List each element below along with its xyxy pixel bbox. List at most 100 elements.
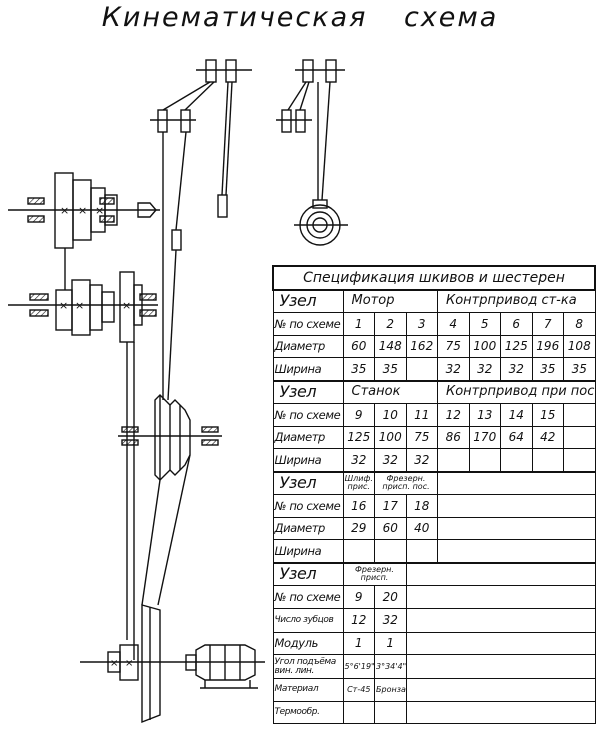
- svg-text:×: ×: [59, 299, 68, 312]
- svg-text:×: ×: [75, 299, 84, 312]
- table-row: № по схеме 1 2 3 4 5 6 7 8: [272, 312, 596, 336]
- table-cell: 1: [342, 631, 375, 655]
- table-caption: Спецификация шкивов и шестерен: [272, 265, 596, 291]
- table-cell: [342, 700, 375, 724]
- table-cell: [405, 700, 596, 724]
- table-cell: 75: [437, 334, 470, 358]
- row-label: Диаметр: [272, 334, 344, 358]
- row-label: Диаметр: [272, 425, 344, 449]
- table-cell: 5: [468, 312, 501, 336]
- table-row: Материал Ст-45 Бронза: [272, 678, 596, 702]
- table-row: Диаметр 125 100 75 86 170 64 42: [272, 425, 596, 449]
- table-cell: 35: [342, 357, 375, 381]
- table-cell: [405, 607, 596, 633]
- table-cell: [405, 357, 438, 381]
- table-cell: 75: [405, 425, 438, 449]
- table-cell: 9: [342, 585, 375, 609]
- table-cell: 9: [342, 403, 375, 427]
- table-cell: 60: [342, 334, 375, 358]
- page-title: Кинематическая схема: [101, 2, 499, 33]
- overhead-pulleys: [150, 59, 252, 401]
- table-cell: 14: [500, 403, 533, 427]
- table-cell: 86: [437, 425, 470, 449]
- spindle-stepped-pulley: × × ×: [8, 172, 160, 249]
- table-cell: 32: [468, 357, 501, 381]
- table-cell: [468, 448, 501, 472]
- svg-text:×: ×: [95, 204, 104, 217]
- table-cell: [405, 678, 596, 702]
- specification-table: Спецификация шкивов и шестерен Узел Мото…: [272, 265, 596, 724]
- table-cell: [405, 561, 596, 586]
- table-cell: 64: [500, 425, 533, 449]
- table-cell: 60: [374, 516, 407, 540]
- countershaft-stepped-pulley: × × ×: [8, 271, 158, 343]
- row-label: Ширина: [272, 357, 344, 381]
- table-cell: 32: [374, 607, 407, 633]
- table-cell: 8: [563, 312, 596, 336]
- table-cell: [437, 448, 470, 472]
- table-cell: 6: [500, 312, 533, 336]
- table-cell: 12: [342, 607, 375, 633]
- table-cell: [531, 448, 564, 472]
- table-cell: [500, 448, 533, 472]
- table-cell: [405, 654, 596, 679]
- table-cell: 35: [563, 357, 596, 381]
- table-cell: 10: [374, 403, 407, 427]
- row-label: Узел: [272, 561, 344, 586]
- table-row: № по схеме 9 10 11 12 13 14 15: [272, 403, 596, 427]
- table-cell: 35: [531, 357, 564, 381]
- table-cell: [342, 539, 375, 563]
- table-cell: 4: [437, 312, 470, 336]
- svg-text:×: ×: [110, 658, 118, 669]
- table-cell: [405, 585, 596, 609]
- table-cell: 196: [531, 334, 564, 358]
- group-header: Фрезерн. присп. пос.: [374, 470, 438, 495]
- table-cell: [563, 425, 596, 449]
- table-row: Диаметр 29 60 40: [272, 516, 596, 540]
- table-cell: 42: [531, 425, 564, 449]
- table-cell: 1: [342, 312, 375, 336]
- table-cell: [563, 448, 596, 472]
- row-label: Термообр.: [272, 700, 344, 724]
- table-cell: 16: [342, 494, 375, 518]
- table-cell: 20: [374, 585, 407, 609]
- row-label: Угол подъёма вин. лин.: [272, 654, 344, 679]
- table-cell: 3°34'4": [374, 654, 407, 679]
- table-cell: [405, 631, 596, 655]
- table-row: Узел Станок Контрпривод при пос.: [272, 379, 596, 404]
- table-row: Модуль 1 1: [272, 631, 596, 655]
- table-cell: 170: [468, 425, 501, 449]
- table-cell: 17: [374, 494, 407, 518]
- row-label: Материал: [272, 678, 344, 702]
- table-row: Ширина 35 35 32 32 32 35 35: [272, 357, 596, 381]
- table-cell: 11: [405, 403, 438, 427]
- table-cell: 12: [437, 403, 470, 427]
- table-cell: [405, 539, 438, 563]
- table-cell: 18: [405, 494, 438, 518]
- table-cell: 13: [468, 403, 501, 427]
- table-cell: 125: [500, 334, 533, 358]
- table-cell: 7: [531, 312, 564, 336]
- table-row: Ширина 32 32 32: [272, 448, 596, 472]
- table-cell: 125: [342, 425, 375, 449]
- table-cell: [374, 700, 407, 724]
- row-label: Узел: [272, 379, 344, 404]
- table-row: Узел Фрезерн. присп.: [272, 561, 596, 586]
- table-cell: 40: [405, 516, 438, 540]
- motor-drive: × ×: [80, 604, 265, 724]
- table-cell: 162: [405, 334, 438, 358]
- row-label: Число зубцов: [272, 607, 344, 633]
- table-cell: Бронза: [374, 678, 407, 702]
- table-row: Ширина: [272, 539, 596, 563]
- svg-text:×: ×: [60, 204, 69, 217]
- row-label: Ширина: [272, 539, 344, 563]
- row-label: Ширина: [272, 448, 344, 472]
- group-header: Шлиф. прис.: [342, 470, 375, 495]
- table-row: Угол подъёма вин. лин. 5°6'19" 3°34'4": [272, 654, 596, 679]
- row-label: Диаметр: [272, 516, 344, 540]
- table-cell: Ст-45: [342, 678, 375, 702]
- table-cell: 35: [374, 357, 407, 381]
- table-cell: [437, 539, 596, 563]
- milling-attachment-pulleys: [276, 59, 348, 246]
